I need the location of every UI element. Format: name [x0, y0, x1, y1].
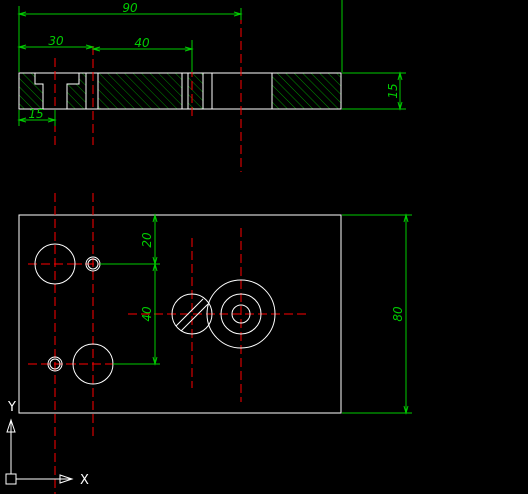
plan-centerlines — [28, 193, 307, 494]
counterbore-mid — [220, 293, 262, 335]
dim-left-segment: 30 — [48, 34, 64, 48]
plan-view: 20 40 80 — [18, 193, 412, 494]
section-dimension-lines — [17, 0, 406, 126]
section-hatching — [19, 73, 341, 109]
dim-total-width: 90 — [122, 1, 138, 15]
slotted-boss — [171, 293, 213, 335]
counterbore-inner — [231, 304, 251, 324]
small-hole-top-inner — [87, 258, 99, 270]
plan-dimension-lines — [100, 213, 412, 415]
section-outline — [18, 72, 342, 110]
dim-lower-offset: 40 — [140, 306, 154, 322]
small-hole-bottom — [47, 356, 63, 372]
section-view: 90 30 40 15 15 — [17, 0, 406, 172]
dim-thickness: 15 — [386, 83, 400, 98]
ucs-icon — [5, 418, 74, 485]
section-centerlines — [54, 15, 242, 172]
boss-slot-1 — [175, 298, 204, 327]
dim-mid-segment: 40 — [134, 36, 150, 50]
ucs-x-label: X — [80, 473, 89, 488]
dim-bottom-left: 15 — [28, 107, 43, 121]
plan-outline — [18, 214, 342, 414]
boss-slot-2 — [180, 303, 209, 332]
ucs-y-label: Y — [7, 400, 16, 415]
counterbore-outer — [206, 279, 276, 349]
dim-upper-offset: 20 — [140, 232, 154, 248]
dim-height: 80 — [391, 306, 405, 322]
small-hole-bottom-inner — [49, 358, 61, 370]
large-hole-left — [34, 243, 76, 285]
